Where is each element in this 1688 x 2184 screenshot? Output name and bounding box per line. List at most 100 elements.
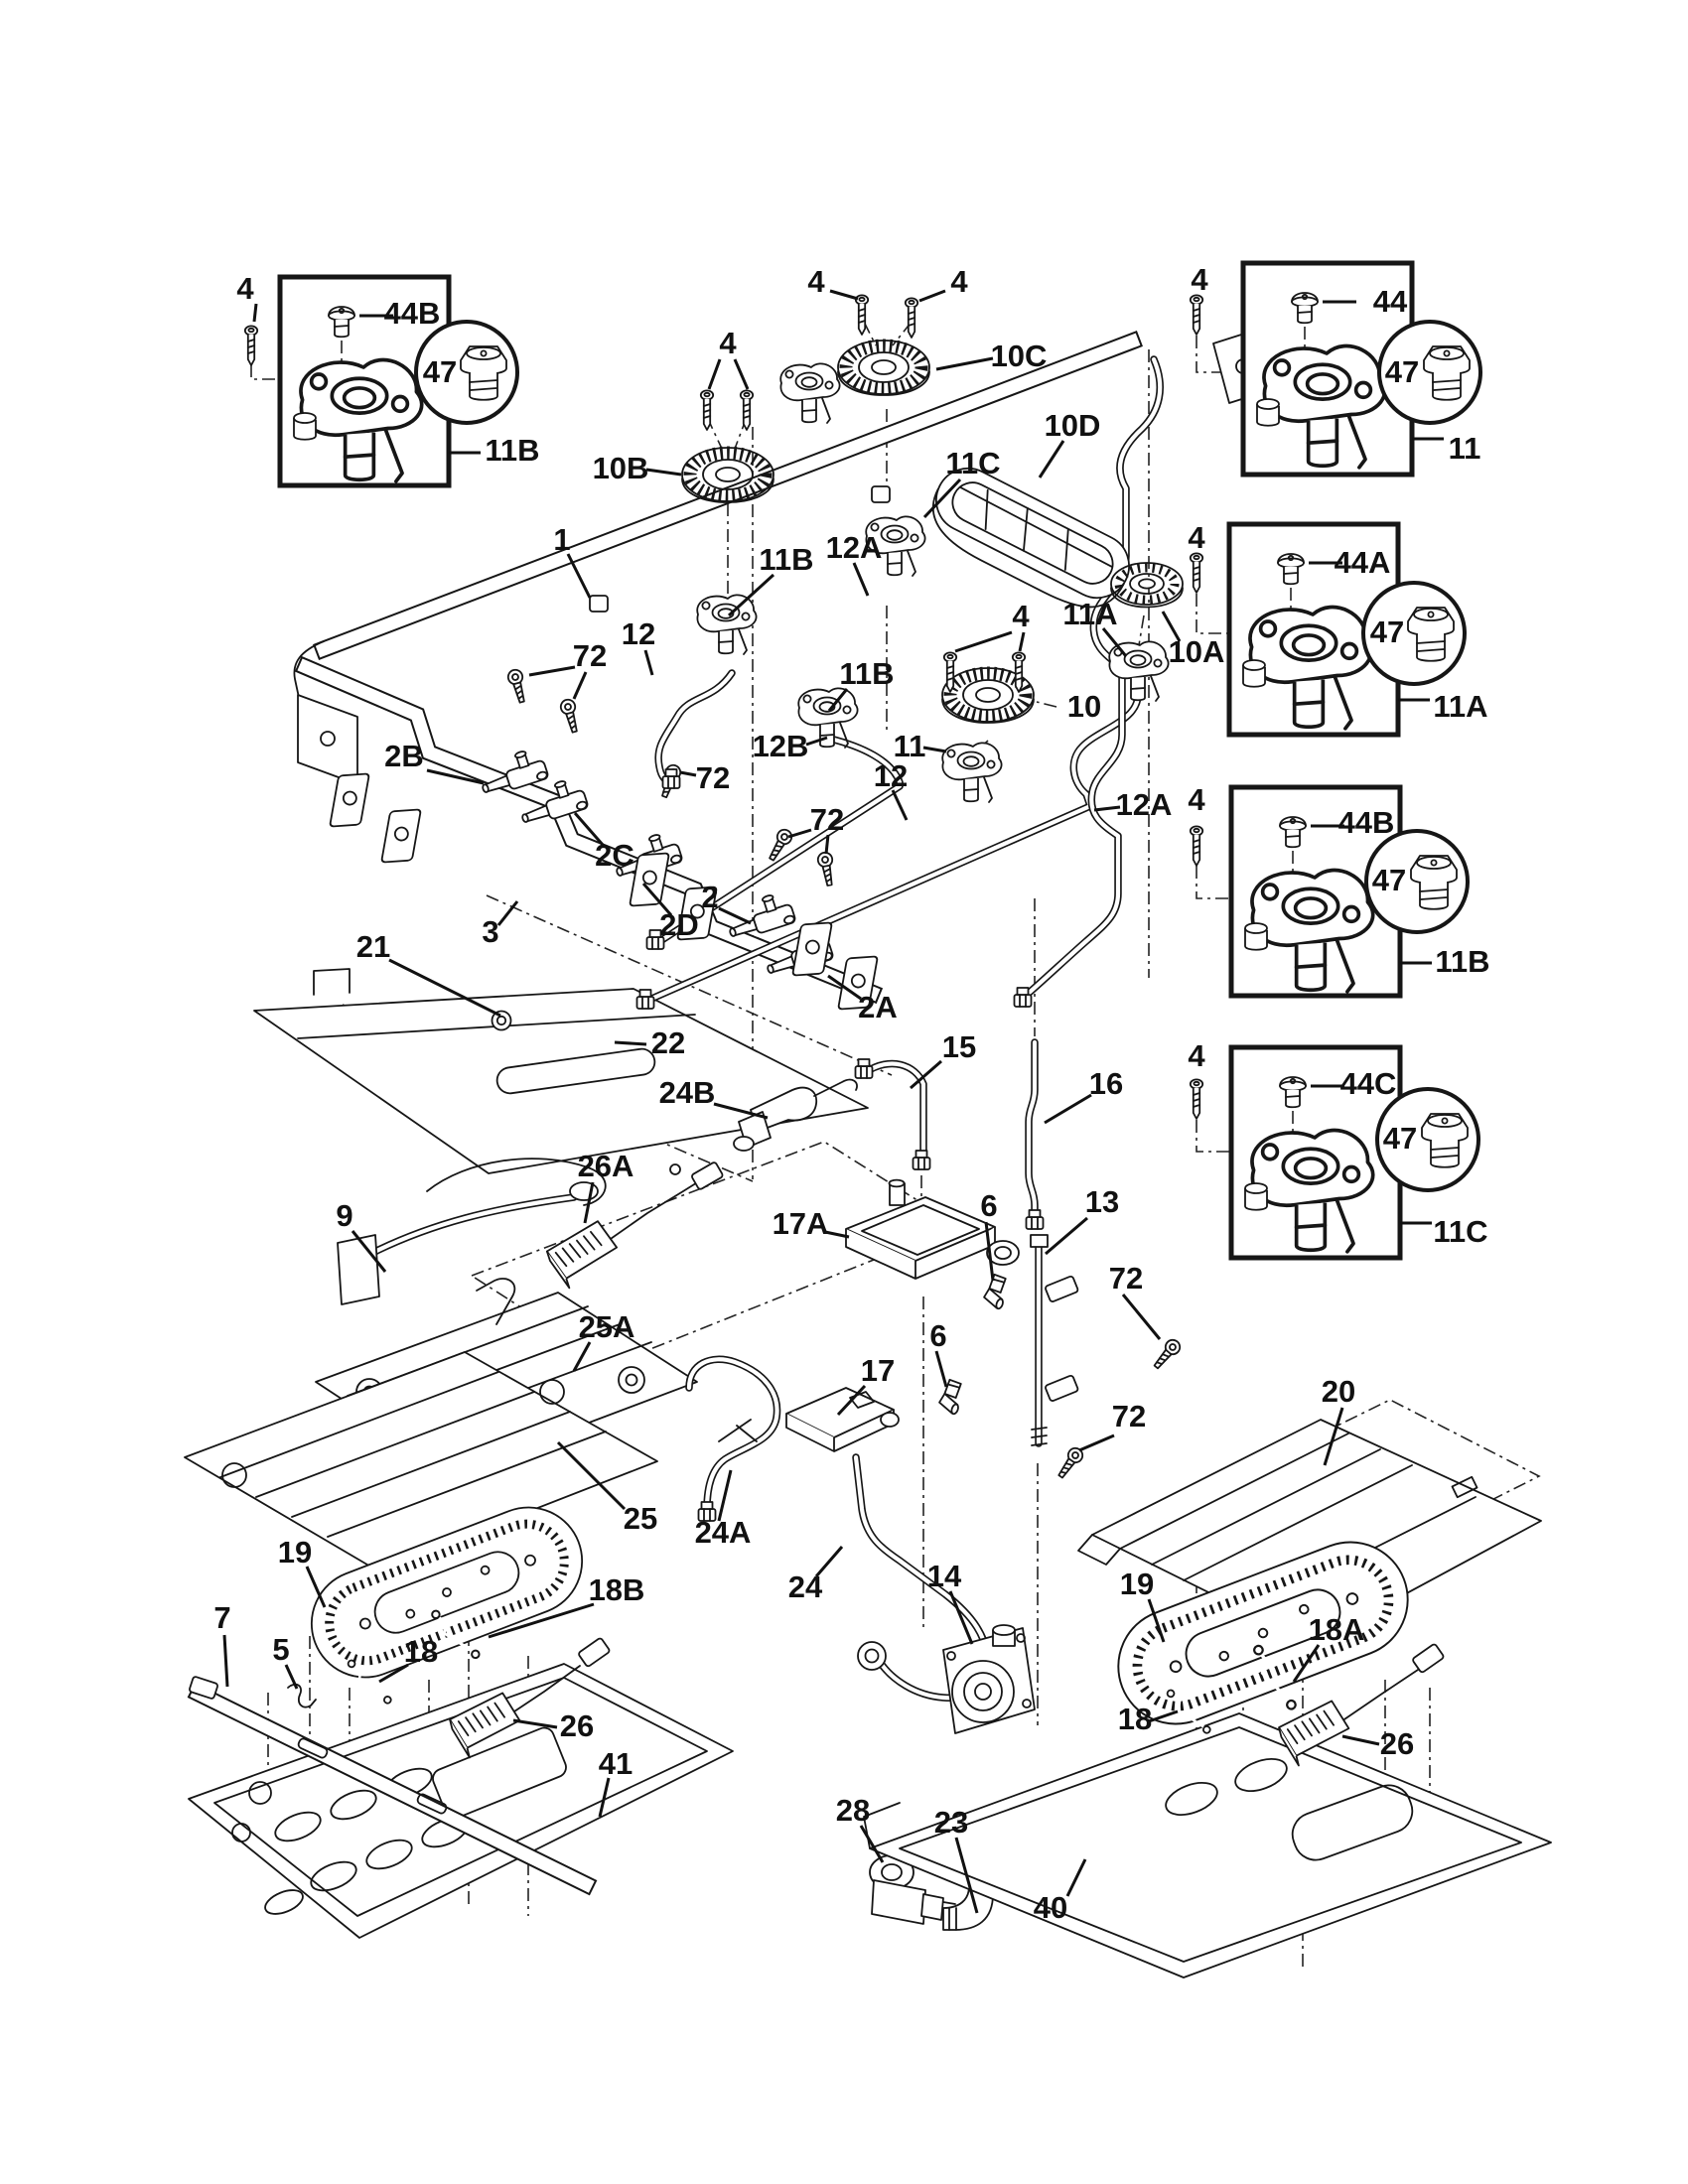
leader-line	[954, 1837, 979, 1914]
plateCard-instance	[380, 803, 422, 869]
leader-line	[707, 358, 722, 390]
screw72-instance	[505, 667, 530, 705]
callout-label-44B: 44B	[384, 296, 441, 331]
leader-line	[1161, 611, 1182, 642]
leader-line	[528, 665, 576, 677]
callout-label-11B: 11B	[759, 542, 813, 577]
leader-line	[827, 688, 849, 712]
holderS-instance	[779, 362, 841, 424]
callout-label-11B: 11B	[485, 433, 539, 468]
oven-valve-17a	[845, 1178, 1020, 1280]
burner-tubes	[476, 355, 1164, 1702]
leader-line	[1148, 1709, 1179, 1723]
leader-line	[836, 1384, 867, 1417]
leader-line	[566, 553, 592, 599]
callout-label-21: 21	[356, 929, 390, 964]
callout-label-10C: 10C	[991, 339, 1048, 373]
leader-line	[643, 649, 654, 676]
harness-26	[507, 1637, 1445, 1724]
nutf-instance	[1013, 987, 1033, 1008]
holderS-instance	[941, 742, 1003, 803]
callout-label-18A: 18A	[1309, 1612, 1365, 1647]
callout-label-11B: 11B	[1435, 944, 1489, 979]
leader-line	[1044, 1093, 1092, 1125]
leader-line	[488, 1602, 595, 1639]
leader-line	[1045, 1216, 1088, 1256]
callout-label-47: 47	[1372, 863, 1406, 897]
callout-label-7: 7	[213, 1600, 230, 1635]
leader-line	[1121, 1294, 1162, 1340]
callout-label-4: 4	[1188, 1038, 1205, 1073]
callout-label-17A: 17A	[773, 1206, 829, 1241]
callout-label-4: 4	[1188, 782, 1205, 817]
leader-line	[1101, 627, 1128, 657]
screw4-instance	[699, 389, 715, 431]
leader-line	[598, 1777, 611, 1818]
callout-label-2: 2	[701, 880, 718, 914]
heat-shield-25	[184, 1351, 658, 1571]
callout-label-44A: 44A	[1335, 545, 1391, 580]
callout-label-26A: 26A	[578, 1149, 634, 1183]
leader-line	[1065, 1858, 1087, 1897]
callout-label-4: 4	[1012, 599, 1030, 633]
leader-line	[718, 906, 752, 925]
callout-label-47: 47	[1385, 354, 1419, 389]
leader-line	[573, 812, 605, 846]
leader-line	[583, 1181, 595, 1224]
callout-label-47: 47	[1370, 614, 1404, 649]
callout-label-2D: 2D	[659, 907, 699, 942]
callout-label-72: 72	[1112, 1399, 1146, 1433]
callout-label-72: 72	[810, 802, 844, 837]
plateCard-instance	[329, 767, 370, 833]
callout-label-14: 14	[927, 1559, 962, 1593]
screw72-instance	[815, 850, 838, 887]
callout-label-40: 40	[1034, 1890, 1067, 1925]
leader-line	[922, 746, 947, 753]
leader-line	[388, 958, 501, 1018]
spark-module-17	[785, 1387, 900, 1452]
callout-label-18: 18	[404, 1634, 438, 1669]
callout-label-13: 13	[1085, 1184, 1119, 1219]
leader-line	[222, 1634, 229, 1688]
leader-line	[948, 1590, 974, 1645]
leader-line	[1018, 631, 1026, 652]
leader-line	[922, 478, 962, 519]
callout-label-12B: 12B	[753, 729, 809, 763]
callout-label-44: 44	[1373, 284, 1408, 319]
callout-label-24B: 24B	[659, 1075, 716, 1110]
callout-label-11: 11	[894, 729, 926, 763]
leader-line	[1093, 805, 1121, 812]
callout-label-11A: 11A	[1433, 689, 1487, 724]
screw4-instance	[1189, 825, 1204, 867]
oven-supply-tube-13	[1030, 1234, 1079, 1447]
callout-label-26: 26	[1380, 1726, 1414, 1761]
leader-line	[252, 303, 258, 323]
callout-label-10A: 10A	[1169, 634, 1225, 669]
callout-label-47: 47	[1383, 1121, 1417, 1156]
callout-label-11C: 11C	[945, 446, 1000, 480]
leader-line	[641, 883, 673, 916]
callout-label-10D: 10D	[1045, 408, 1101, 443]
callout-label-26: 26	[560, 1708, 594, 1743]
burnerL-instance	[682, 448, 774, 502]
leader-line	[717, 1469, 733, 1522]
callout-label-4: 4	[950, 264, 968, 299]
leader-line	[954, 630, 1013, 653]
bottom-pan-41	[188, 1663, 734, 1939]
screw4-instance	[904, 297, 919, 339]
nutf-instance	[912, 1150, 931, 1170]
leader-line	[426, 768, 485, 785]
projection-line	[1036, 701, 1057, 708]
leader-line	[727, 573, 775, 617]
leader-line	[829, 289, 859, 301]
leader-line	[1341, 1734, 1380, 1746]
callout-label-20: 20	[1322, 1374, 1355, 1409]
nutf-instance	[635, 989, 655, 1010]
callout-label-10B: 10B	[593, 451, 649, 485]
projection-line	[1196, 866, 1263, 899]
valve-28	[869, 1854, 956, 1925]
leader-line	[614, 1040, 647, 1046]
callout-label-11: 11	[1449, 431, 1481, 466]
